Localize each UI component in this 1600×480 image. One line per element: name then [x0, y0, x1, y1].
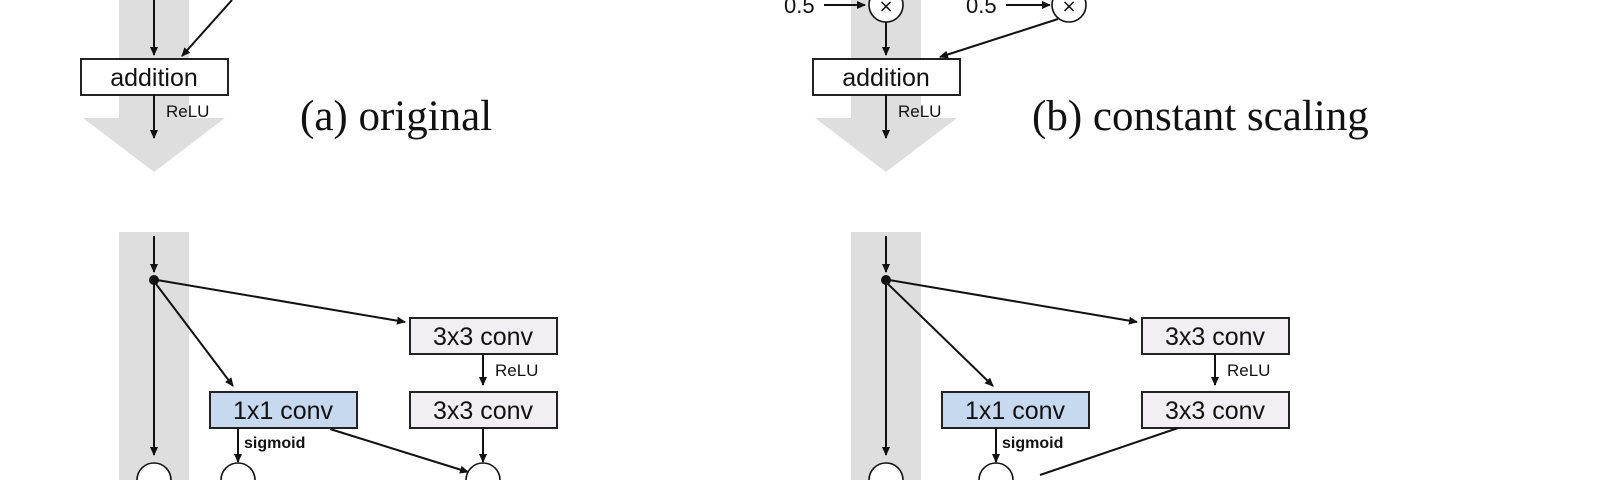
branch-to-residual — [888, 279, 1138, 325]
addition-label: addition — [110, 64, 198, 92]
residual-line — [939, 18, 1059, 59]
conv-3x3-bottom-label: 3x3 conv — [1165, 397, 1266, 425]
conv-1x1-box — [941, 391, 1090, 429]
panel-a-caption: (a) original — [300, 93, 492, 140]
panel-b-caption: (b) constant scaling — [1032, 93, 1369, 140]
branch-to-gate — [887, 283, 994, 387]
gate-to-residual-line — [329, 428, 469, 474]
addition-box — [80, 58, 229, 96]
branch-to-residual — [156, 279, 406, 325]
multiply-icon: × — [1061, 0, 1076, 17]
sigmoid-label: sigmoid — [244, 435, 305, 452]
residual-to-merge-line — [1039, 427, 1179, 476]
merge-node-gate — [978, 462, 1014, 480]
merge-node-shortcut — [868, 462, 904, 480]
sigmoid-label: sigmoid — [1002, 435, 1063, 452]
relu-label: ReLU — [898, 102, 941, 121]
conv-1x1-box — [209, 391, 358, 429]
split-node — [149, 275, 159, 285]
residual-line — [181, 0, 233, 57]
shortcut-down-arrow-shape — [83, 118, 225, 172]
conv-3x3-bottom-label: 3x3 conv — [433, 397, 534, 425]
conv-3x3-top-box — [1141, 317, 1290, 355]
relu-label: ReLU — [166, 102, 209, 121]
conv-3x3-bottom-box — [1141, 391, 1290, 429]
merge-node-residual — [465, 462, 501, 480]
panel-d-gating: 1x1 conv sigmoid 3x3 conv ReLU 3x3 conv — [851, 232, 1290, 480]
addition-box — [812, 58, 961, 96]
relu-label: ReLU — [1227, 361, 1270, 380]
shortcut-down-arrow-shape — [815, 118, 957, 172]
addition-label: addition — [842, 64, 930, 92]
split-node — [881, 275, 891, 285]
multiply-icon: × — [878, 0, 893, 17]
branch-to-gate — [155, 283, 234, 387]
conv-1x1-label: 1x1 conv — [233, 397, 334, 425]
multiply-node-right — [1051, 0, 1087, 23]
conv-3x3-top-label: 3x3 conv — [433, 323, 534, 351]
panel-a-original: addition ReLU (a) original — [80, 0, 492, 172]
merge-node-gate — [220, 462, 256, 480]
panel-b-constant-scaling: 0.5 × 0.5 × addition ReLU (b) constant s… — [784, 0, 1369, 172]
relu-label: ReLU — [495, 361, 538, 380]
conv-3x3-top-label: 3x3 conv — [1165, 323, 1266, 351]
scale-factor-left: 0.5 — [784, 0, 815, 18]
scale-factor-right: 0.5 — [966, 0, 997, 18]
conv-1x1-label: 1x1 conv — [965, 397, 1066, 425]
panel-c-gating: 1x1 conv sigmoid 3x3 conv ReLU 3x3 conv — [119, 232, 558, 480]
merge-node-shortcut — [136, 462, 172, 480]
